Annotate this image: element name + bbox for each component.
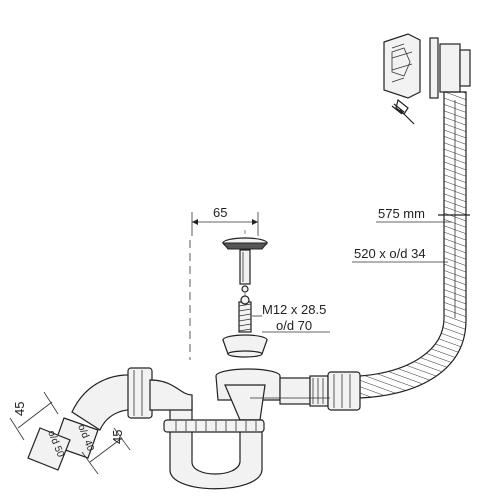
outlet-od-label: o/d 70: [276, 318, 312, 333]
overflow-screw: [391, 98, 415, 125]
dim-left-a-label: 45: [12, 402, 27, 416]
bottle-trap: [163, 399, 265, 490]
pipe-adapter-50: [27, 427, 71, 471]
outlet-strainer: [222, 334, 268, 358]
overflow-cap: [383, 33, 421, 99]
dim-left-b-label: 45: [110, 430, 125, 444]
hose-connector: [250, 371, 361, 411]
hose-length-label: 575 mm: [378, 206, 425, 221]
thread-label: M12 x 28.5: [262, 302, 326, 317]
hose-spec-label: 520 x o/d 34: [354, 246, 426, 261]
dimension-45-a: [9, 391, 59, 441]
plug-stopper: [221, 237, 269, 293]
overflow-flange: [429, 37, 471, 99]
outlet-elbow: [71, 367, 193, 431]
outlet-body: [215, 368, 281, 421]
dimension-65: 65: [191, 205, 259, 236]
dimension-45-b: [81, 427, 131, 475]
threaded-screw: [238, 295, 252, 333]
flexible-hose: [359, 91, 470, 399]
dim-top-label: 65: [213, 205, 227, 220]
